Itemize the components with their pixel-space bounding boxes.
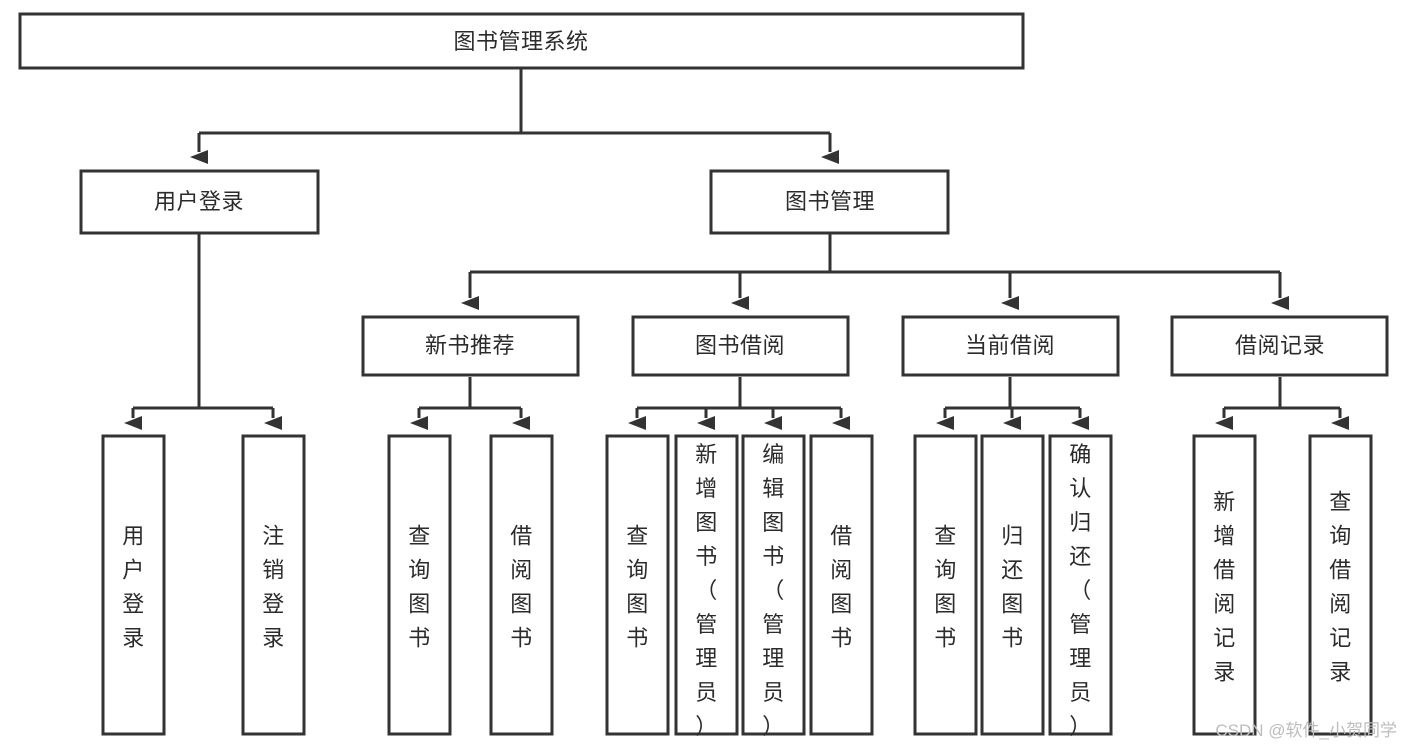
- node-bookmgmt[interactable]: 图书管理: [709, 169, 950, 235]
- node-borrow-label: 图书借阅: [695, 333, 785, 358]
- node-login[interactable]: 用户登录: [79, 169, 320, 235]
- node-bookmgmt-label: 图书管理: [785, 189, 875, 214]
- leaf-record-query[interactable]: 查询借阅记录: [1308, 434, 1373, 736]
- node-current[interactable]: 当前借阅: [901, 315, 1120, 377]
- leaf-current-return-label: 归还图书: [1001, 524, 1024, 651]
- node-login-box[interactable]: [79, 169, 320, 235]
- connector-group-newbook: [410, 377, 530, 430]
- csdn-watermark: CSDN @软件_小贺同学: [1215, 721, 1397, 740]
- node-current-box[interactable]: [901, 315, 1120, 377]
- leaf-borrow-lend[interactable]: 借阅图书: [809, 434, 874, 736]
- leaf-current-confirm[interactable]: 确认归还（管理员）: [1048, 434, 1113, 739]
- leaf-user-login-box[interactable]: [101, 434, 166, 736]
- leaf-current-query-label: 查询图书: [934, 524, 957, 651]
- leaf-record-add-box[interactable]: [1192, 434, 1257, 736]
- leaf-current-confirm-box[interactable]: [1048, 434, 1113, 736]
- leaf-current-return-box[interactable]: [980, 434, 1045, 736]
- leaf-user-logout-label: 注销登录: [262, 524, 285, 651]
- node-root-box[interactable]: [18, 12, 1025, 70]
- leaf-borrow-edit-box[interactable]: [741, 434, 806, 736]
- leaf-borrow-lend-box[interactable]: [809, 434, 874, 736]
- leaf-user-logout[interactable]: 注销登录: [241, 434, 306, 736]
- leaf-borrow-edit[interactable]: 编辑图书（管理员）: [741, 434, 806, 739]
- leaf-borrow-query-label: 查询图书: [626, 524, 649, 651]
- leaf-borrow-add-label: 新增图书（管理员）: [695, 442, 718, 739]
- leaf-new-borrow[interactable]: 借阅图书: [489, 434, 554, 736]
- connector-group-login: [124, 233, 282, 430]
- node-bookmgmt-box[interactable]: [709, 169, 950, 235]
- node-borrow[interactable]: 图书借阅: [631, 315, 850, 377]
- node-borrow-box[interactable]: [631, 315, 850, 377]
- node-records[interactable]: 借阅记录: [1170, 315, 1389, 377]
- connector-group-records: [1215, 377, 1349, 430]
- leaf-borrow-query[interactable]: 查询图书: [605, 434, 670, 736]
- node-login-label: 用户登录: [154, 189, 244, 214]
- leaf-user-login[interactable]: 用户登录: [101, 434, 166, 736]
- leaf-new-query-box[interactable]: [387, 434, 452, 736]
- node-newbook[interactable]: 新书推荐: [361, 315, 580, 377]
- leaf-new-borrow-label: 借阅图书: [510, 524, 533, 651]
- connector-group-root: [190, 68, 839, 164]
- node-root-label: 图书管理系统: [453, 29, 588, 54]
- leaf-current-confirm-label: 确认归还（管理员）: [1069, 442, 1092, 739]
- leaf-record-add[interactable]: 新增借阅记录: [1192, 434, 1257, 736]
- node-records-box[interactable]: [1170, 315, 1389, 377]
- node-current-label: 当前借阅: [965, 333, 1055, 358]
- leaf-new-query[interactable]: 查询图书: [387, 434, 452, 736]
- leaf-current-query[interactable]: 查询图书: [913, 434, 978, 736]
- leaf-new-query-label: 查询图书: [408, 524, 431, 651]
- leaf-record-query-box[interactable]: [1308, 434, 1373, 736]
- leaf-new-borrow-box[interactable]: [489, 434, 554, 736]
- leaf-borrow-edit-label: 编辑图书（管理员）: [762, 442, 785, 739]
- leaf-borrow-lend-label: 借阅图书: [830, 524, 853, 651]
- leaf-record-query-label: 查询借阅记录: [1329, 490, 1352, 685]
- leaf-user-logout-box[interactable]: [241, 434, 306, 736]
- node-newbook-box[interactable]: [361, 315, 580, 377]
- connector-group-current: [936, 377, 1089, 430]
- leaf-record-add-label: 新增借阅记录: [1213, 490, 1236, 685]
- leaf-borrow-query-box[interactable]: [605, 434, 670, 736]
- leaf-current-return[interactable]: 归还图书: [980, 434, 1045, 736]
- node-root[interactable]: 图书管理系统: [18, 12, 1025, 70]
- leaf-borrow-add-box[interactable]: [674, 434, 739, 736]
- node-newbook-label: 新书推荐: [425, 333, 515, 358]
- node-records-label: 借阅记录: [1235, 333, 1325, 358]
- connector-group-bookmgmt: [461, 233, 1289, 310]
- leaf-user-login-label: 用户登录: [122, 524, 145, 651]
- leaf-borrow-add[interactable]: 新增图书（管理员）: [674, 434, 739, 739]
- leaf-current-query-box[interactable]: [913, 434, 978, 736]
- connector-group-borrow: [628, 377, 850, 430]
